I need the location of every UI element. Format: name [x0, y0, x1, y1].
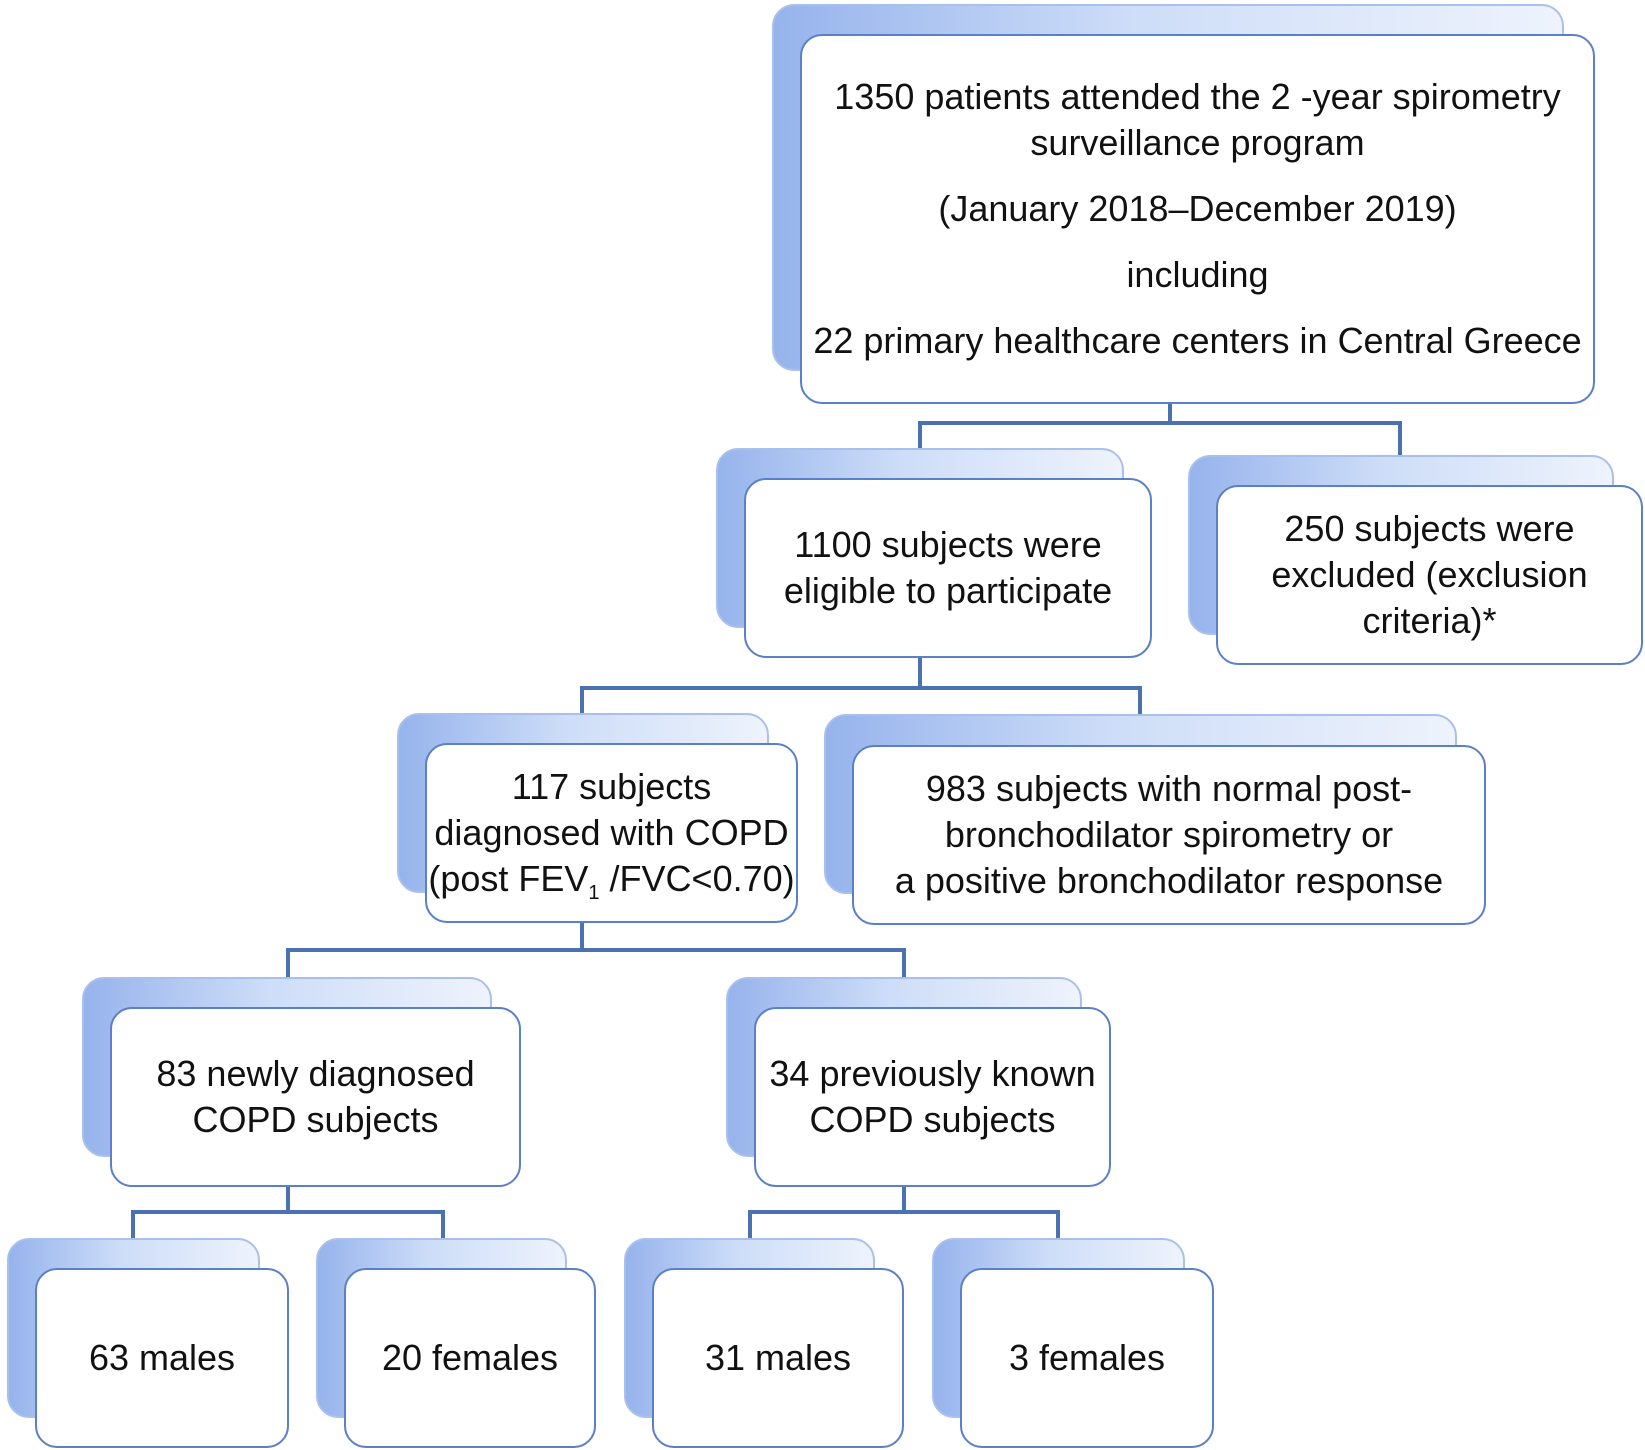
excluded-line-1: 250 subjects were — [1284, 508, 1575, 549]
newly-females-label: 20 females — [381, 1337, 559, 1378]
root-line-1: 1350 patients attended the 2 -year spiro… — [834, 76, 1561, 117]
newly-males-label: 63 males — [88, 1337, 236, 1378]
copd-line-3: (post FEV1 /FVC<0.70) — [428, 858, 795, 904]
copd-line-2: diagnosed with COPD — [434, 812, 789, 853]
node-eligible: 1100 subjects were eligible to participa… — [716, 448, 1153, 658]
root-line-4: including — [1126, 254, 1269, 295]
node-root: 1350 patients attended the 2 -year spiro… — [772, 4, 1595, 404]
connector-eligible-bar — [580, 686, 1142, 714]
root-line-3: (January 2018–December 2019) — [938, 188, 1457, 229]
known-males-label: 31 males — [704, 1337, 852, 1378]
eligible-line-1: 1100 subjects were — [794, 524, 1102, 565]
excluded-line-3: criteria)* — [1362, 600, 1497, 641]
known-females-label: 3 females — [1008, 1337, 1166, 1378]
eligible-line-2: eligible to participate — [783, 570, 1113, 611]
connector-copd-bar — [286, 948, 906, 977]
newly-line-1: 83 newly diagnosed — [156, 1053, 475, 1094]
known-line-1: 34 previously known — [769, 1053, 1096, 1094]
normal-line-2: bronchodilator spirometry or — [944, 814, 1394, 855]
node-newly-males: 63 males — [7, 1238, 289, 1448]
root-line-5: 22 primary healthcare centers in Central… — [813, 320, 1582, 361]
node-excluded: 250 subjects were excluded (exclusion cr… — [1188, 455, 1643, 665]
known-line-2: COPD subjects — [809, 1099, 1056, 1140]
normal-line-1: 983 subjects with normal post- — [925, 768, 1413, 809]
node-known-males: 31 males — [624, 1238, 904, 1448]
connector-known-bar — [748, 1210, 1060, 1238]
node-known: 34 previously known COPD subjects — [726, 977, 1111, 1187]
copd-line-1: 117 subjects — [511, 766, 712, 807]
node-normal: 983 subjects with normal post- bronchodi… — [824, 714, 1486, 925]
node-copd: 117 subjects diagnosed with COPD (post F… — [397, 713, 798, 923]
newly-line-2: COPD subjects — [192, 1099, 439, 1140]
node-newly-females: 20 females — [316, 1238, 596, 1448]
node-newly: 83 newly diagnosed COPD subjects — [82, 977, 521, 1187]
node-known-females: 3 females — [932, 1238, 1214, 1448]
connector-newly-bar — [131, 1210, 445, 1238]
connector-root-bar — [918, 421, 1402, 455]
root-line-2: surveillance program — [1030, 122, 1365, 163]
excluded-line-2: excluded (exclusion — [1271, 554, 1588, 595]
normal-line-3: a positive bronchodilator response — [894, 860, 1444, 901]
